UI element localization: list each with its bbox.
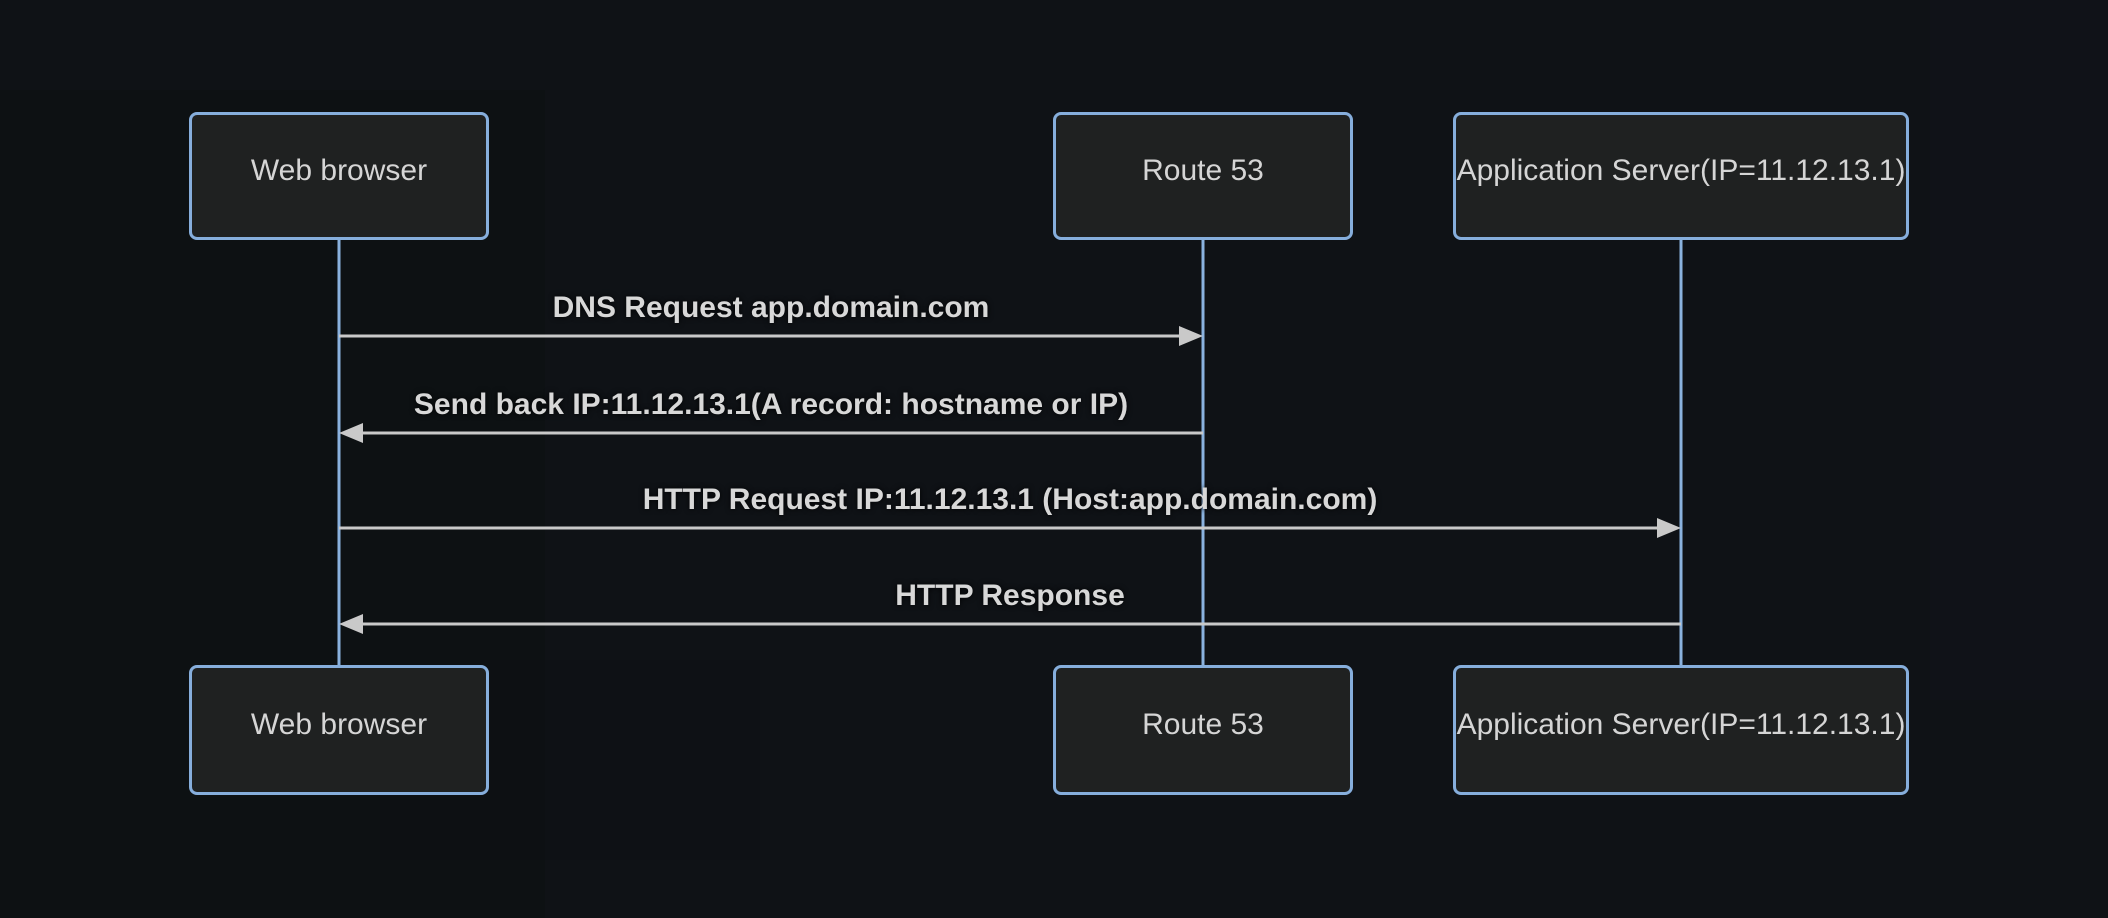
message-label-send-back-ip: Send back IP:11.12.13.1(A record: hostna…: [413, 388, 1129, 421]
actor-label: Web browser: [250, 708, 428, 741]
actor-box-app-server-top: Application Server(IP=11.12.13.1): [1453, 112, 1909, 240]
actor-box-web-browser-top: Web browser: [189, 112, 489, 240]
actor-box-route-53-bottom: Route 53: [1053, 665, 1353, 795]
arrowhead-left-icon: [339, 423, 363, 443]
actor-label: Application Server(IP=11.12.13.1): [1456, 708, 1906, 741]
arrowhead-left-icon: [339, 614, 363, 634]
actor-box-web-browser-bottom: Web browser: [189, 665, 489, 795]
actor-label: Route 53: [1142, 708, 1264, 741]
arrowhead-right-icon: [1657, 518, 1681, 538]
message-label-dns-request: DNS Request app.domain.com: [552, 291, 990, 324]
actor-label: Route 53: [1142, 154, 1264, 187]
actor-box-app-server-bottom: Application Server(IP=11.12.13.1): [1453, 665, 1909, 795]
actor-label: Web browser: [250, 154, 428, 187]
actor-box-route-53-top: Route 53: [1053, 112, 1353, 240]
message-label-http-request: HTTP Request IP:11.12.13.1 (Host:app.dom…: [642, 483, 1378, 516]
actor-label: Application Server(IP=11.12.13.1): [1456, 154, 1906, 187]
arrowhead-right-icon: [1179, 326, 1203, 346]
message-label-http-response: HTTP Response: [895, 579, 1125, 612]
